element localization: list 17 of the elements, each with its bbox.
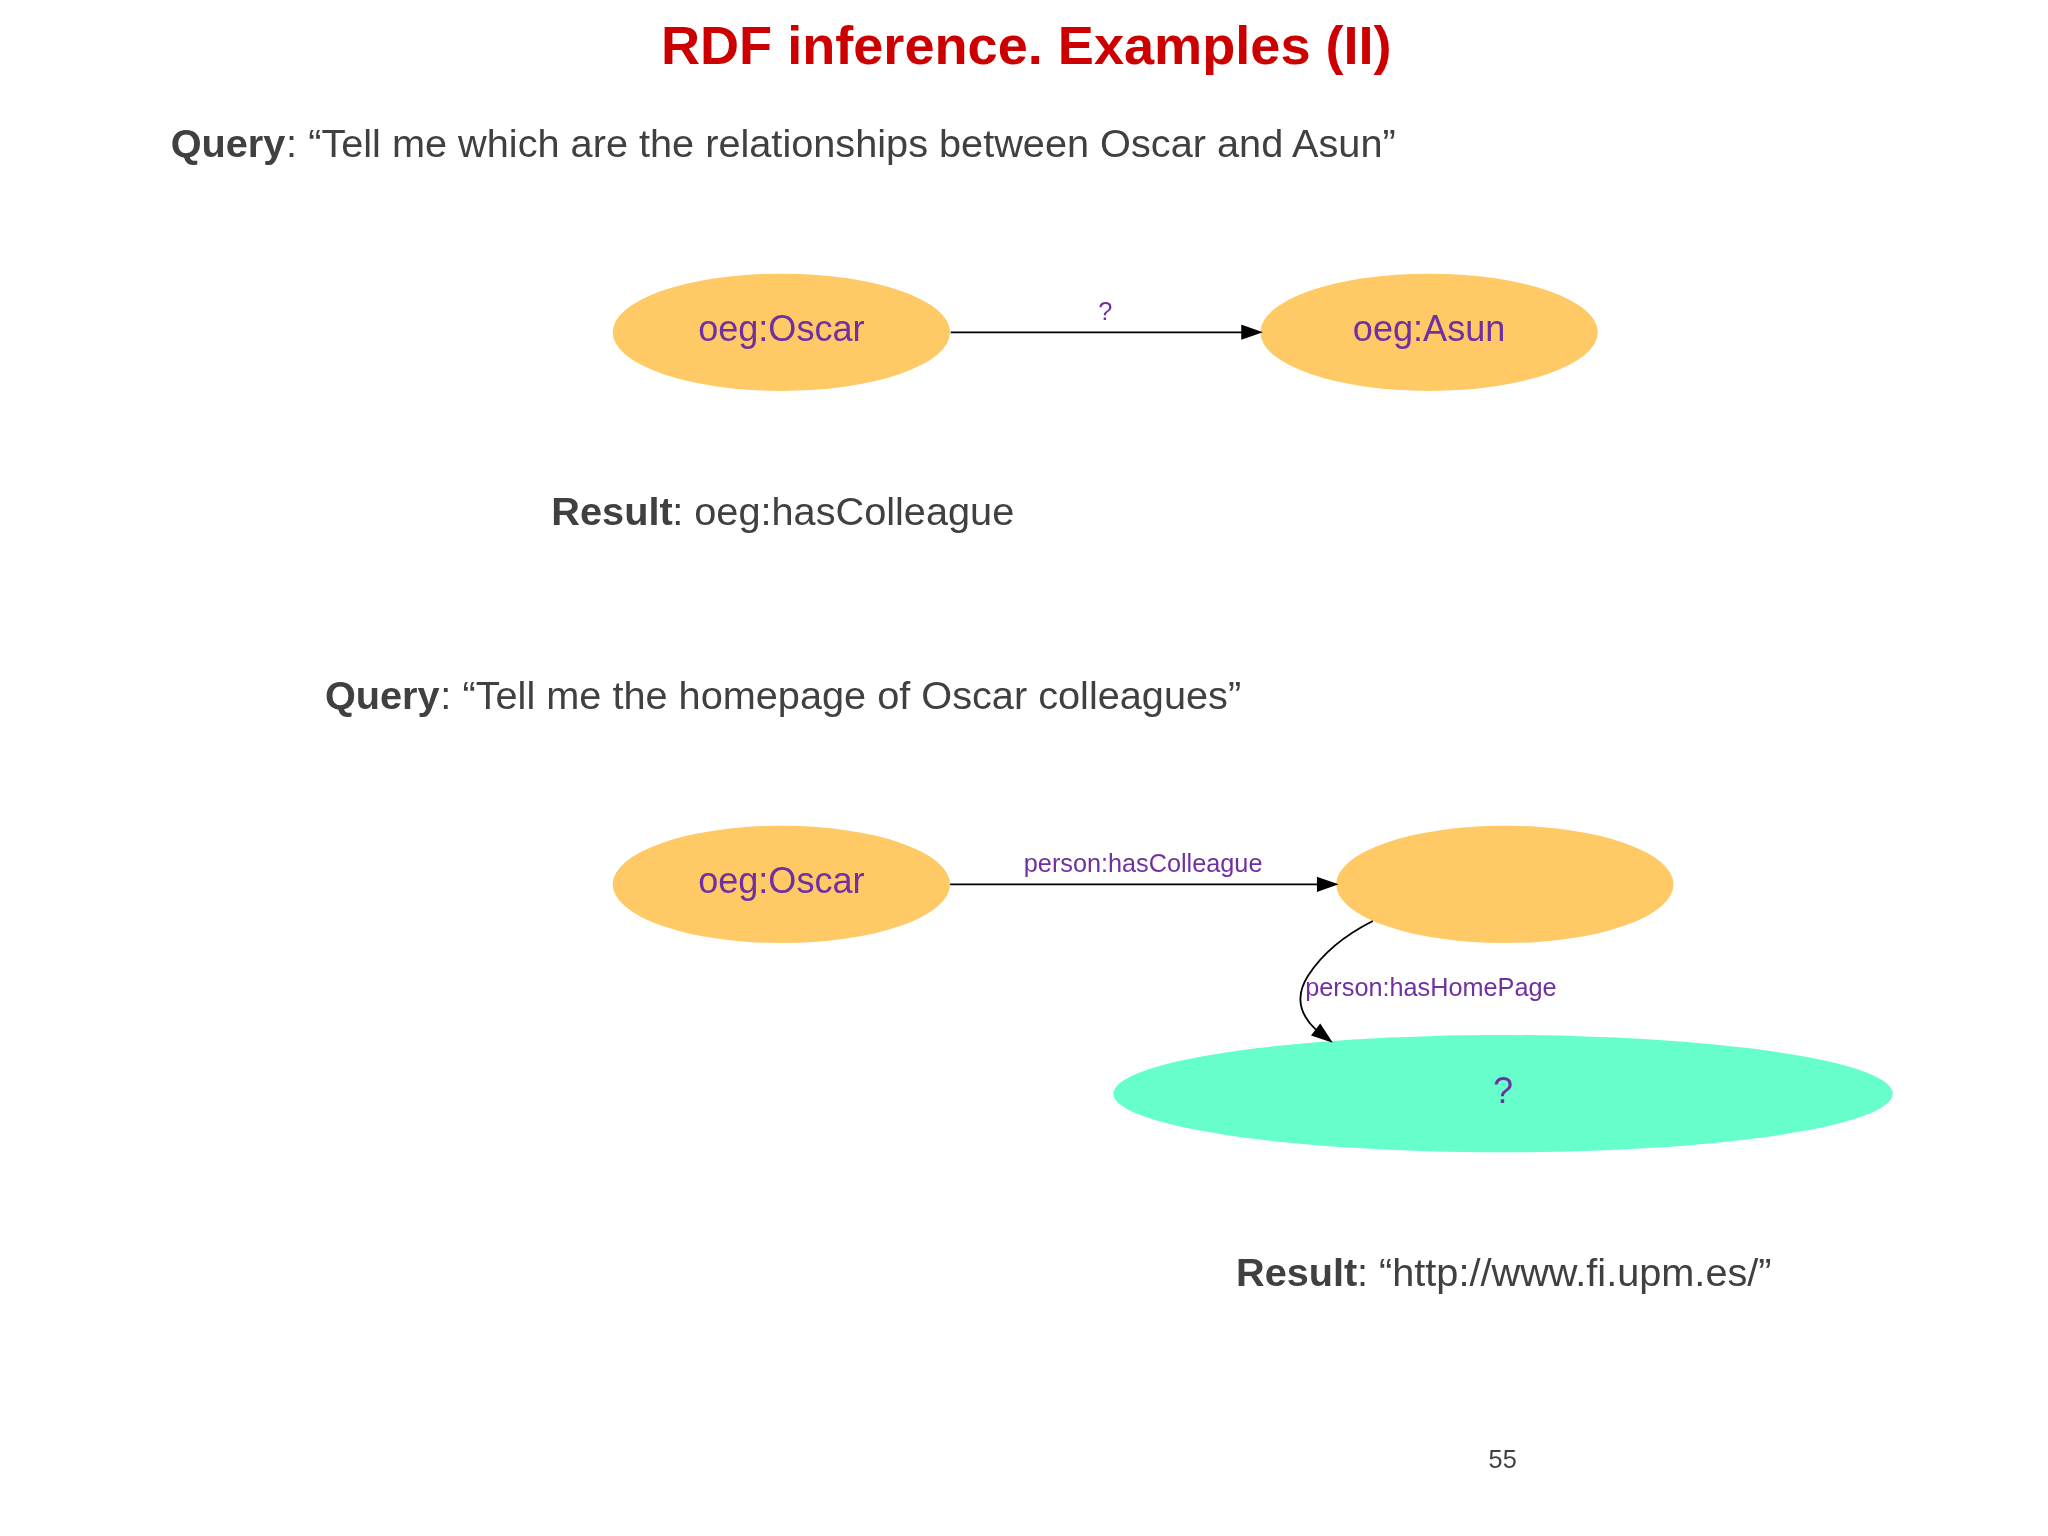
node-ellipse: oeg:Oscar [612, 273, 950, 391]
edge-label: person:hasColleague [1023, 849, 1262, 878]
edge-label: ? [1097, 297, 1112, 326]
node-ellipse: oeg:Asun [1259, 273, 1598, 391]
label: 55 [1488, 1445, 1517, 1474]
arrow [948, 876, 1339, 892]
arrow [1299, 920, 1374, 1043]
arrow [949, 324, 1263, 340]
label: Query: “Tell me which are the relationships between Oscar and Asun” [170, 120, 1396, 165]
label: Query: “Tell me the homepage of Oscar colleagues” [324, 672, 1241, 717]
label: Result: oeg:hasColleague [550, 488, 1014, 533]
edge-label: person:hasHomePage [1304, 972, 1557, 1001]
label: Result: “http://www.fi.upm.es/” [1235, 1249, 1772, 1294]
node-ellipse [1335, 825, 1674, 943]
node-ellipse: oeg:Oscar [612, 825, 950, 943]
node-ellipse: ? [1112, 1035, 1893, 1153]
diagram-title: RDF inference. Examples (II) [660, 15, 1392, 76]
